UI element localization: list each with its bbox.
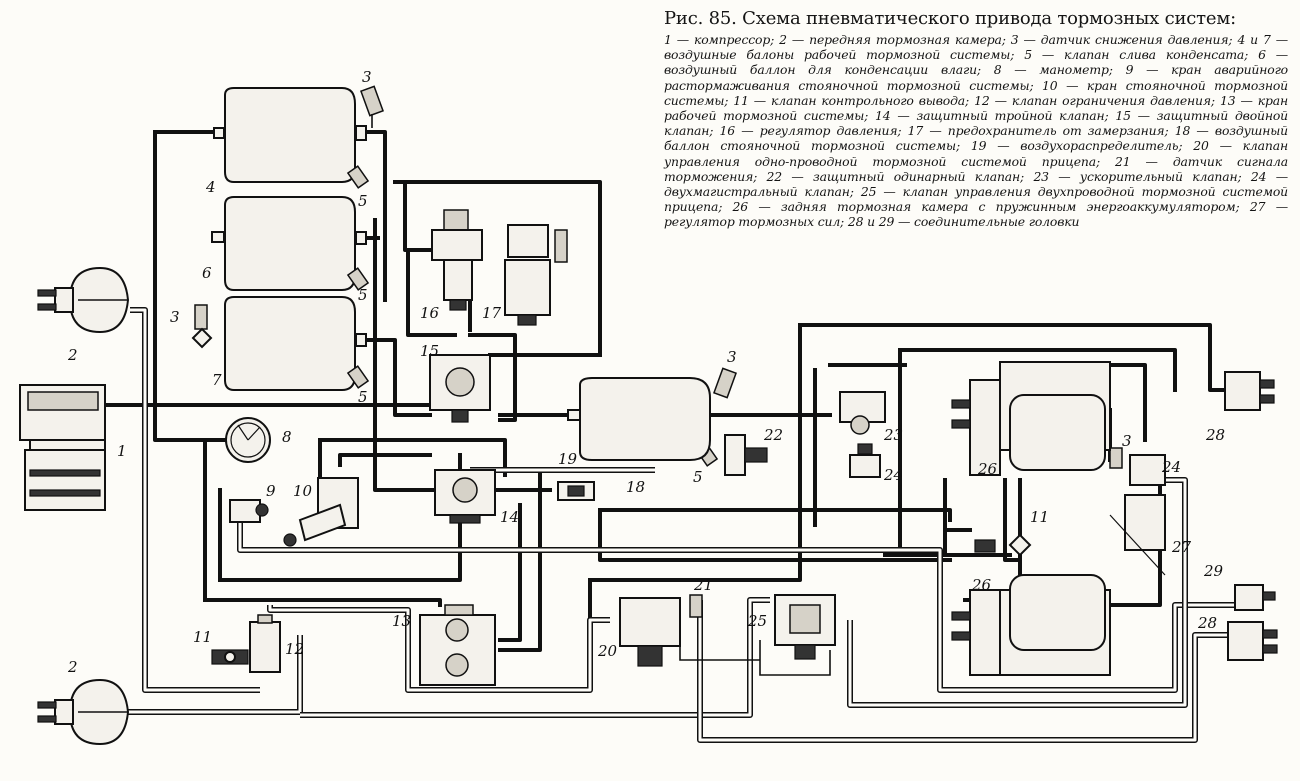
- label-23: 23: [883, 426, 903, 444]
- label-26a: 26: [977, 460, 998, 478]
- label-8: 8: [282, 428, 292, 446]
- label-25: 25: [747, 612, 767, 630]
- label-29: 29: [1203, 562, 1224, 580]
- service-brake-valve-13: [419, 604, 496, 686]
- accelerator-valve-23: [839, 391, 886, 435]
- callout-labels: 1 2 2 3 3 3 3 4 5 5 5 5 6 7 8 9 10 11 11…: [67, 68, 1225, 676]
- rear-spring-brake-chamber-bottom: [951, 574, 1111, 676]
- double-protection-valve-15: [429, 354, 491, 423]
- label-24b: 24: [1161, 458, 1181, 476]
- antifreeze-17: [504, 224, 568, 326]
- label-17: 17: [482, 304, 502, 322]
- two-line-valve-24-right: [1129, 454, 1166, 486]
- label-5d: 5: [693, 468, 703, 486]
- rear-spring-brake-chamber-top: [951, 361, 1111, 476]
- label-5a: 5: [358, 192, 368, 210]
- label-7: 7: [212, 371, 222, 389]
- label-3a: 3: [362, 68, 372, 86]
- air-tank-7: [224, 296, 367, 391]
- label-11b: 11: [1030, 508, 1049, 526]
- pressure-drop-sensors: [191, 85, 1123, 469]
- pressure-limit-valve-12: [249, 614, 281, 673]
- label-1: 1: [117, 442, 127, 460]
- label-16: 16: [420, 304, 440, 322]
- parking-air-tank-18: [567, 377, 711, 461]
- caption-title: Рис. 85. Схема пневматического привода т…: [664, 8, 1237, 29]
- label-11a: 11: [193, 628, 212, 646]
- label-27: 27: [1171, 538, 1192, 556]
- condensate-valves: [346, 165, 719, 467]
- control-outlet-valve-11-right: [974, 533, 1032, 557]
- label-22: 22: [763, 426, 783, 444]
- emergency-release-valve-9: [229, 499, 269, 523]
- label-3b: 3: [170, 308, 180, 326]
- label-15: 15: [420, 342, 439, 360]
- brake-signal-sensor-21: [689, 594, 703, 618]
- label-18: 18: [626, 478, 645, 496]
- figure-caption: Рис. 85. Схема пневматического привода т…: [664, 8, 1288, 230]
- label-5c: 5: [358, 388, 368, 406]
- label-14: 14: [500, 508, 519, 526]
- pressure-regulator-16: [431, 209, 483, 311]
- single-line-trailer-valve-20: [619, 597, 681, 667]
- label-6: 6: [202, 264, 212, 282]
- label-28b: 28: [1197, 614, 1217, 632]
- label-28a: 28: [1205, 426, 1225, 444]
- label-20: 20: [597, 642, 618, 660]
- manometer: [225, 417, 271, 463]
- label-5b: 5: [358, 286, 368, 304]
- label-4: 4: [205, 178, 216, 196]
- coupling-head-28-bottom: [1227, 621, 1278, 661]
- label-3d: 3: [1122, 432, 1132, 450]
- pipelines: [103, 130, 1235, 743]
- control-outlet-valve-11: [211, 649, 249, 665]
- coupling-head-28-top: [1224, 371, 1275, 411]
- label-9: 9: [266, 482, 276, 500]
- air-distributor-19: [557, 481, 595, 501]
- label-24a: 24: [883, 466, 903, 484]
- label-2b: 2: [67, 658, 78, 676]
- coupling-head-29: [1234, 584, 1276, 611]
- compressor: [19, 384, 106, 511]
- label-13: 13: [392, 612, 411, 630]
- parking-brake-valve-10: [283, 477, 359, 547]
- label-21: 21: [693, 576, 713, 594]
- front-brake-chamber-top: [37, 266, 130, 334]
- front-brake-chamber-bottom: [37, 678, 130, 746]
- label-3c: 3: [727, 348, 737, 366]
- two-line-valve-24-left: [849, 443, 881, 478]
- triple-protection-valve-14: [434, 469, 496, 524]
- caption-legend: 1 — компрессор; 2 — передняя тормозная к…: [664, 32, 1288, 230]
- air-tank-4: [213, 87, 367, 183]
- brake-force-regulator-27: [1109, 494, 1166, 576]
- label-26b: 26: [971, 576, 992, 594]
- label-2a: 2: [67, 346, 78, 364]
- air-tank-6: [211, 196, 367, 291]
- label-12: 12: [285, 640, 304, 658]
- single-protection-valve-22: [724, 434, 768, 476]
- two-line-trailer-valve-25: [774, 594, 836, 660]
- label-19: 19: [558, 450, 578, 468]
- label-10: 10: [293, 482, 313, 500]
